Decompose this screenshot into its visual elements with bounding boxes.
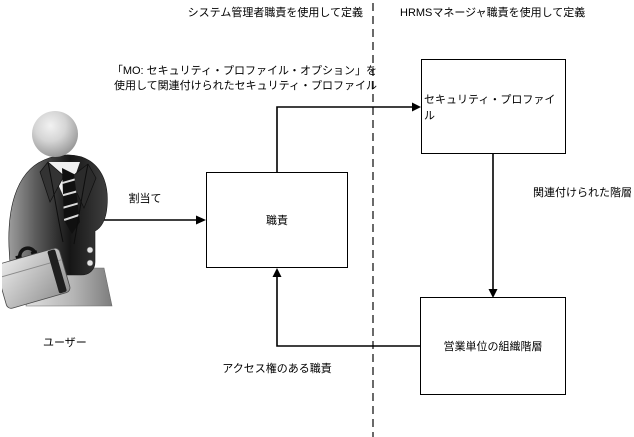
arrowhead-up-icon — [272, 268, 282, 277]
node-responsibility-label: 職責 — [266, 215, 288, 227]
node-org-hierarchy: 営業単位の組織階層 — [420, 297, 566, 395]
edge-security-profile-to-org-hierarchy — [488, 154, 498, 298]
figure-head — [32, 111, 78, 157]
edge-responsibility-to-security-profile — [276, 102, 421, 172]
suit-button — [86, 259, 94, 267]
edge-label-access-responsibility: アクセス権のある職責 — [222, 363, 332, 375]
header-left-label: システム管理者職責を使用して定義 — [187, 7, 363, 19]
user-label: ユーザー — [43, 337, 87, 349]
edge-label-assign: 割当て — [128, 193, 162, 205]
edge-org-hierarchy-to-responsibility — [272, 268, 420, 347]
mo-profile-note: 「MO: セキュリティ・プロファイル・オプション」を 使用して関連付けられたセキ… — [112, 64, 377, 94]
node-org-hierarchy-label: 営業単位の組織階層 — [443, 341, 543, 353]
arrowhead-right-icon — [412, 102, 421, 112]
arrowhead-right-icon — [196, 215, 206, 225]
node-security-profile-label: セキュリティ・プロファイル — [424, 93, 556, 122]
edge-label-associated-hierarchy: 関連付けられた階層 — [533, 187, 632, 199]
mo-profile-note-line2: 使用して関連付けられたセキュリティ・プロファイル — [113, 80, 377, 92]
user-icon — [2, 111, 113, 309]
node-responsibility: 職責 — [206, 172, 348, 268]
suit-button — [86, 246, 94, 254]
mo-profile-note-line1: 「MO: セキュリティ・プロファイル・オプション」を — [111, 65, 377, 77]
lapel-right — [69, 163, 97, 209]
node-security-profile: セキュリティ・プロファイル — [421, 59, 566, 154]
jacket-opening-lines — [47, 161, 89, 245]
briefcase — [2, 246, 71, 309]
header-right-label: HRMSマネージャ職責を使用して定義 — [400, 7, 586, 19]
